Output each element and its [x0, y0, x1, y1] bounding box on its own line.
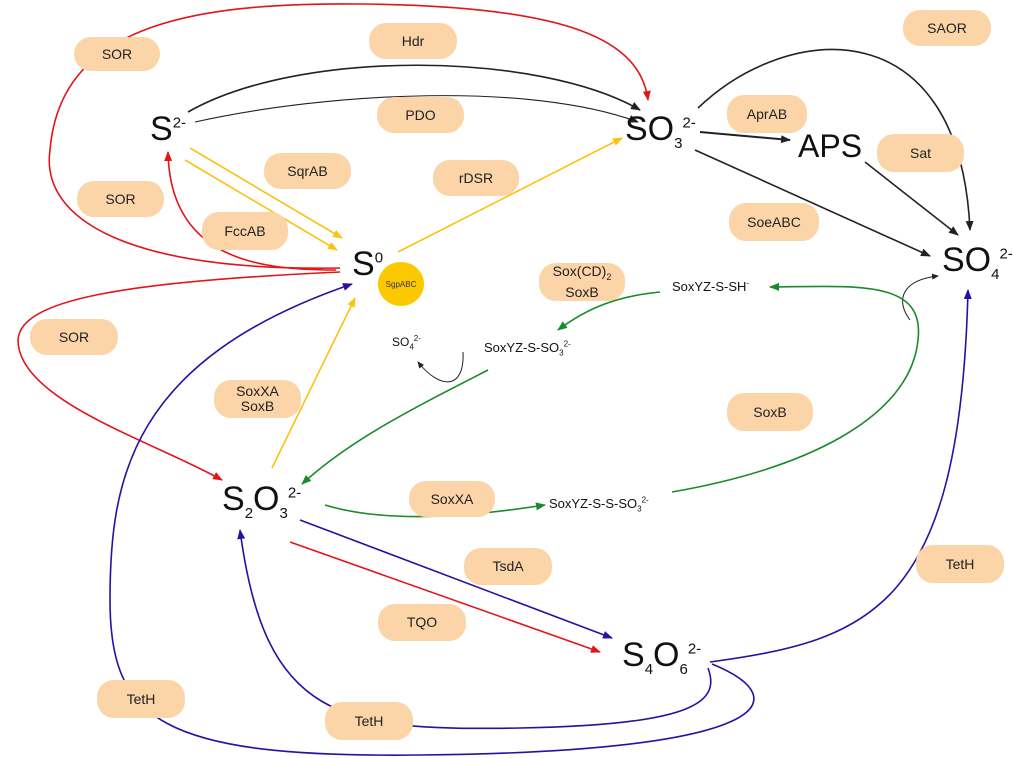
- enzyme-soxcd-soxb: Sox(CD)2 SoxB: [539, 263, 625, 301]
- compound-thiosulfate: S2O32-: [222, 480, 302, 522]
- enzyme-pdo: PDO: [377, 97, 464, 133]
- arrow-tetrathionate-to-thiosulfate-teth: [237, 529, 712, 730]
- enzyme-soxb-label: SoxB: [565, 283, 599, 300]
- enzyme-fccab: FccAB: [202, 212, 288, 250]
- enzyme-teth-bottom: TetH: [325, 702, 413, 740]
- enzyme-sor-top: SOR: [74, 37, 160, 71]
- enzyme-teth-right: TetH: [916, 545, 1004, 583]
- arrow-tetrathionate-to-sulfate-teth: [709, 289, 972, 663]
- compound-sulfide: S2-: [150, 110, 187, 148]
- arrow-sulfide-to-sulfite-lower: [194, 95, 639, 123]
- arrow-sox-sso3-to-thiosulfate: [301, 369, 489, 485]
- compound-tetrathionate: S4O62-: [622, 636, 702, 678]
- compound-soxyz-ssso3: SoxYZ-S-S-SO32-: [549, 495, 649, 514]
- enzyme-soxxa-soxb: SoxXA SoxB: [214, 380, 301, 418]
- enzyme-soeabc: SoeABC: [729, 203, 819, 241]
- arrow-sulfur-to-sulfite-sor: [48, 3, 651, 269]
- enzyme-sqrab: SqrAB: [264, 153, 351, 189]
- compound-aps: APS: [798, 128, 863, 164]
- enzyme-soxxa-label: SoxXA: [236, 383, 279, 399]
- enzyme-sor-mid: SOR: [77, 181, 164, 217]
- enzyme-soxcd-label: Sox(CD)2: [552, 263, 612, 282]
- arrow-sulfur-to-sulfide: [164, 151, 337, 271]
- arrow-thiosulfate-to-tetrathionate: [289, 541, 601, 653]
- arrow-sulfide-to-sulfite-upper: [187, 64, 641, 113]
- enzyme-saor: SAOR: [903, 10, 991, 46]
- enzyme-rdsr: rDSR: [433, 160, 519, 196]
- enzyme-soxxa: SoxXA: [409, 481, 495, 517]
- arrow-tetrathionate-to-sulfur-teth: [109, 283, 755, 756]
- enzyme-sat: Sat: [877, 134, 964, 172]
- enzyme-soxb: SoxB: [727, 393, 813, 431]
- arrow-sox-to-small-sulfate: [417, 351, 464, 383]
- enzyme-tsda: TsdA: [464, 548, 552, 585]
- arrow-sulfide-to-sulfur-1: [189, 147, 343, 239]
- arrow-sulfur-to-sulfite: [397, 137, 623, 253]
- compound-sulfate: SO42-: [942, 241, 1013, 283]
- enzyme-teth-left: TetH: [97, 680, 185, 718]
- enzyme-hdr: Hdr: [369, 23, 457, 59]
- sgpabc-badge: SgpABC: [378, 262, 424, 306]
- enzyme-soxb-label: SoxB: [240, 398, 275, 414]
- arrow-sulfur-to-thiosulfate: [17, 271, 341, 481]
- compound-soxyz-ssh: SoxYZ-S-SH-: [672, 278, 750, 294]
- arrow-sox-ssso3-to-ssh: [671, 282, 920, 493]
- arrow-sulfite-to-sulfate: [694, 149, 931, 257]
- compound-elemental-sulfur: S0: [352, 245, 384, 283]
- enzyme-aprab: AprAB: [727, 95, 807, 133]
- arrow-thiosulfate-to-tetrathionate-tsda: [299, 519, 613, 639]
- compound-small-sulfate: SO42-: [392, 334, 421, 352]
- enzyme-sor-low: SOR: [30, 319, 118, 355]
- arrow-sulfite-to-aps: [699, 131, 791, 144]
- enzyme-tqo: TQO: [378, 604, 466, 641]
- arrow-sulfide-to-sulfur-2: [184, 159, 338, 251]
- compound-sulfite: SO32-: [625, 110, 696, 152]
- arrow-sox-cycle-release: [902, 273, 939, 321]
- arrow-aps-to-sulfate: [864, 161, 959, 236]
- arrow-sox-ssh-to-sso3: [557, 291, 661, 331]
- compound-soxyz-sso3: SoxYZ-S-SO32-: [484, 339, 571, 358]
- arrow-thiosulfate-to-sulfur: [271, 297, 356, 469]
